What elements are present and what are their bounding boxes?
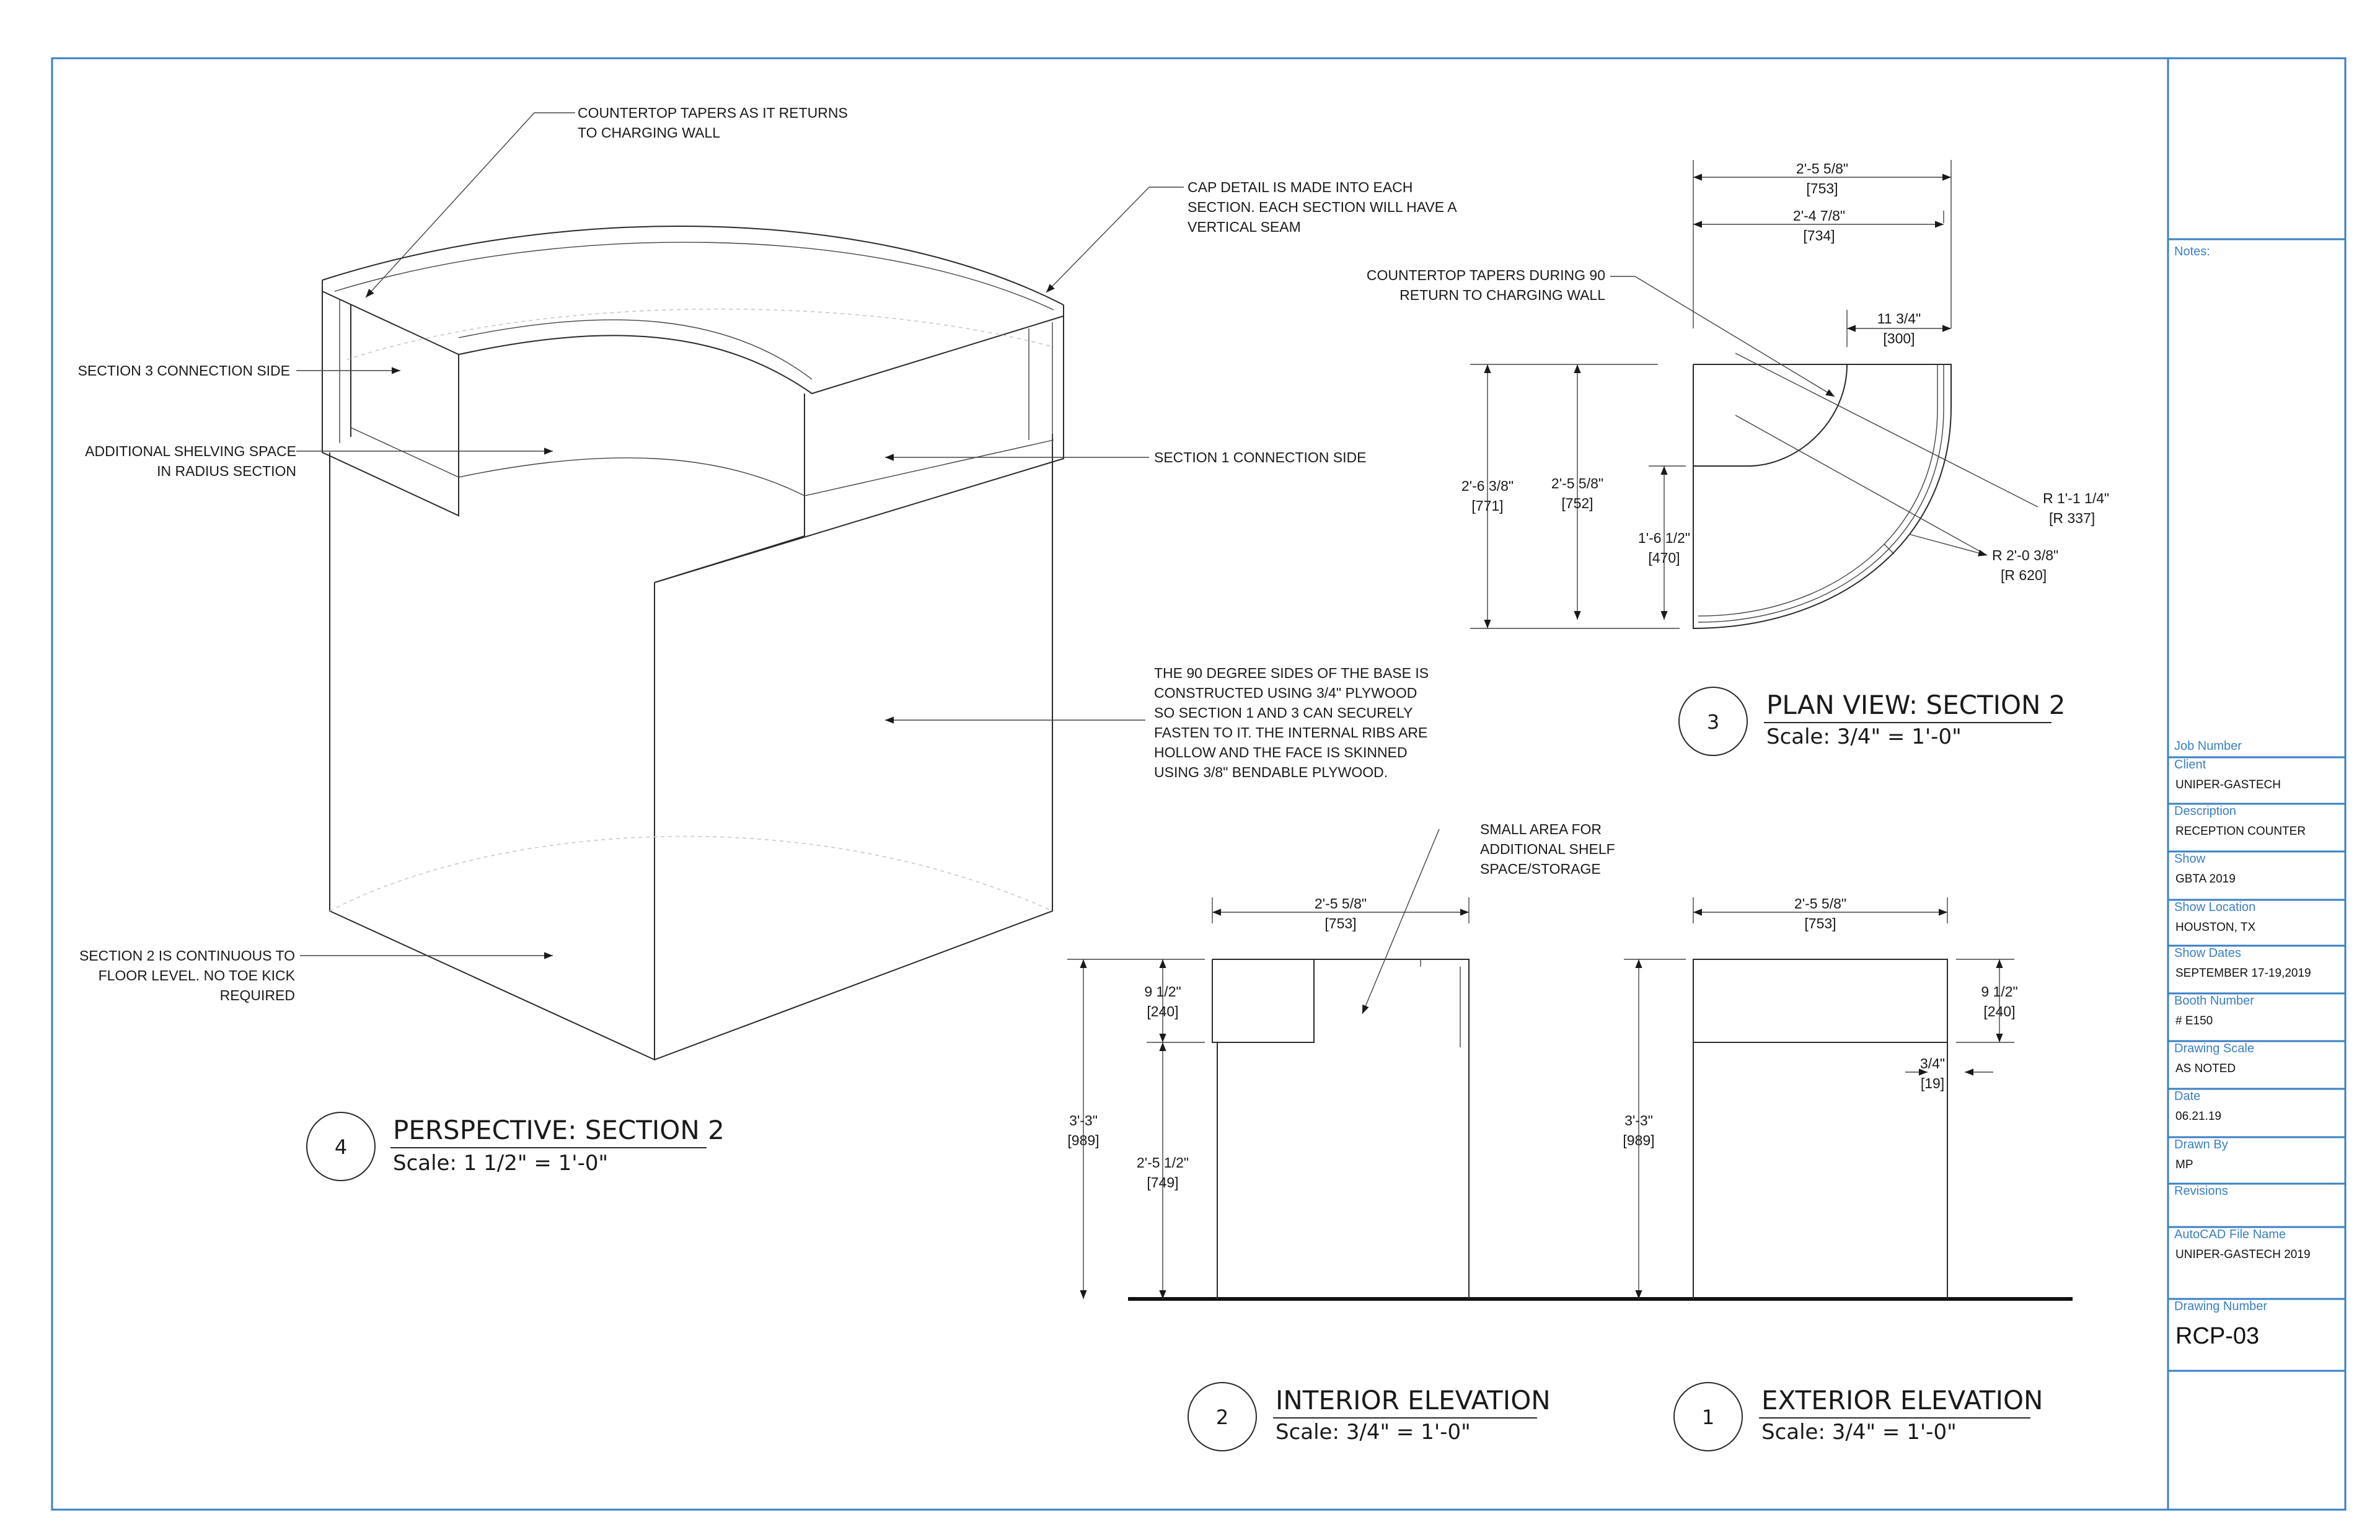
field-value-show-dates: SEPTEMBER 17-19,2019 [2175,967,2311,980]
exterior-dimensions: 2'-5 5/8"[753] 3'-3"[989] 9 1/2"[240] 3/… [1623,895,2018,1299]
view-title-perspective: 4 PERSPECTIVE: SECTION 2 Scale: 1 1/2" =… [306,1112,725,1181]
field-label-show-dates: Show Dates [2174,946,2241,960]
field-label-autocad-file-name: AutoCAD File Name [2174,1228,2286,1241]
field-label-revisions: Revisions [2174,1184,2228,1198]
field-value-booth-number: # E150 [2175,1014,2213,1027]
dim-plan-w3: 11 3/4"[300] [1877,310,1921,346]
dim-plan-r1: R 1'-1 1/4"[R 337] [2043,490,2109,526]
note-section1-side: SECTION 1 CONNECTION SIDE [1154,449,1366,465]
dim-plan-w1: 2'-5 5/8"[753] [1796,161,1848,196]
field-label-job-number: Job Number [2174,739,2242,753]
field-label-show-location: Show Location [2174,900,2255,914]
field-value-show-location: HOUSTON, TX [2175,921,2255,934]
dim-plan-w2: 2'-4 7/8"[734] [1793,208,1845,244]
dim-plan-h3: 1'-6 1/2"[470] [1638,530,1690,566]
dim-plan-h1: 2'-6 3/8"[771] [1461,478,1514,514]
dim-ext-h: 3'-3"[989] [1623,1112,1654,1148]
view-title: INTERIOR ELEVATION [1276,1385,1551,1415]
interior-elevation-drawing [1128,959,2073,1301]
view-title: PERSPECTIVE: SECTION 2 [393,1115,725,1145]
field-label-drawing-number: Drawing Number [2174,1300,2267,1313]
view-number: 2 [1216,1406,1228,1429]
field-label-client: Client [2174,758,2206,772]
dim-plan-r2: R 2'-0 3/8"[R 620] [1992,547,2058,583]
field-label-booth-number: Booth Number [2174,994,2254,1008]
dim-int-low: 2'-5 1/2"[749] [1137,1155,1189,1190]
view-scale: Scale: 1 1/2" = 1'-0" [393,1151,608,1176]
view-scale: Scale: 3/4" = 1'-0" [1766,724,1962,749]
dim-ext-cap: 3/4"[19] [1920,1055,1945,1091]
view-number: 3 [1707,710,1719,734]
field-label-drawing-scale: Drawing Scale [2174,1042,2254,1055]
exterior-elevation-drawing [1693,959,1948,1299]
dim-int-top: 9 1/2"[240] [1144,983,1181,1019]
plan-dimensions: 2'-5 5/8"[753] 2'-4 7/8"[734] 11 3/4"[30… [1367,160,2109,629]
view-number: 4 [335,1135,347,1159]
field-value-description: RECEPTION COUNTER [2175,825,2306,838]
view-title: PLAN VIEW: SECTION 2 [1766,690,2066,720]
field-value-show: GBTA 2019 [2175,873,2236,886]
dim-int-h: 3'-3"[989] [1067,1112,1099,1148]
field-value-autocad-file-name: UNIPER-GASTECH 2019 [2175,1248,2311,1261]
plan-drawing [1693,364,1952,630]
view-title-interior: 2 INTERIOR ELEVATION Scale: 3/4" = 1'-0" [1188,1382,1551,1451]
note-section3-side: SECTION 3 CONNECTION SIDE [78,363,290,379]
dim-ext-w: 2'-5 5/8"[753] [1794,895,1846,931]
dim-ext-top: 9 1/2"[240] [1981,983,2017,1019]
view-title-plan: 3 PLAN VIEW: SECTION 2 Scale: 3/4" = 1'-… [1678,687,2066,756]
field-value-client: UNIPER-GASTECH [2175,778,2281,791]
field-value-drawn-by: MP [2175,1158,2193,1171]
field-value-drawing-number: RCP-03 [2175,1323,2259,1349]
dim-plan-h2: 2'-5 5/8"[752] [1551,475,1603,511]
field-label-drawn-by: Drawn By [2174,1138,2228,1151]
view-title-exterior: 1 EXTERIOR ELEVATION Scale: 3/4" = 1'-0" [1673,1382,2043,1451]
view-scale: Scale: 3/4" = 1'-0" [1276,1420,1471,1445]
field-label-description: Description [2174,804,2236,818]
field-label-date: Date [2174,1089,2200,1103]
view-number: 1 [1702,1406,1714,1429]
perspective-drawing [322,225,1064,1061]
interior-dimensions: 2'-5 5/8"[753] 3'-3"[989] 9 1/2"[240] 2'… [1067,821,1615,1299]
field-value-date: 06.21.19 [2175,1110,2221,1123]
sheet-border [51,57,2347,1511]
field-label-show: Show [2174,852,2206,866]
dim-int-w: 2'-5 5/8"[753] [1315,895,1367,931]
view-scale: Scale: 3/4" = 1'-0" [1761,1420,1957,1445]
notes-label: Notes: [2174,245,2210,258]
view-title: EXTERIOR ELEVATION [1761,1385,2043,1415]
field-value-drawing-scale: AS NOTED [2175,1062,2236,1075]
